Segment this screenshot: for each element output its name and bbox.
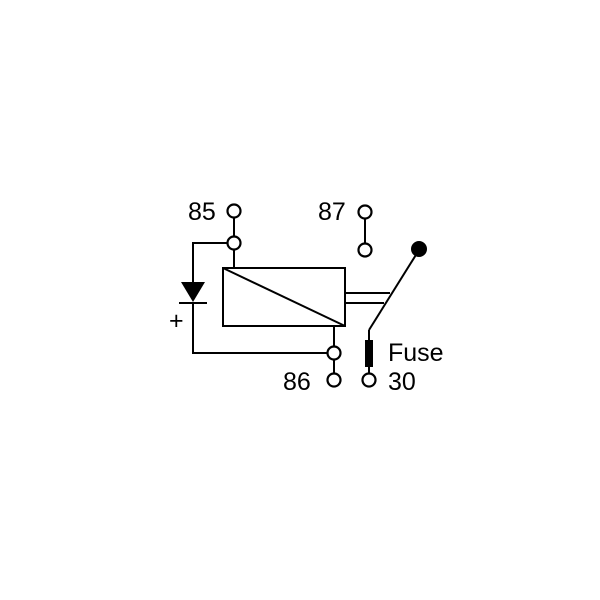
terminal-86-bottom bbox=[326, 372, 342, 388]
switch-pivot-dot bbox=[411, 241, 427, 257]
label-86: 86 bbox=[283, 368, 311, 396]
terminal-87-top bbox=[357, 204, 373, 220]
terminal-87-bottom bbox=[357, 242, 373, 258]
diode-triangle bbox=[181, 282, 205, 302]
wire-diode-to-86 bbox=[192, 303, 327, 354]
relay-coil-diagonal bbox=[222, 267, 346, 327]
wire-85-to-diode bbox=[192, 242, 227, 282]
switch-arm bbox=[368, 249, 420, 331]
terminal-85-top bbox=[226, 203, 242, 219]
label-30: 30 bbox=[388, 368, 416, 396]
terminal-86-top bbox=[326, 345, 342, 361]
fuse-body bbox=[365, 340, 373, 367]
label-fuse: Fuse bbox=[388, 339, 444, 367]
relay-coil-box bbox=[222, 267, 346, 327]
terminal-85-bottom bbox=[226, 235, 242, 251]
terminal-30 bbox=[361, 372, 377, 388]
label-87: 87 bbox=[318, 198, 346, 226]
label-plus: + bbox=[169, 307, 184, 335]
label-85: 85 bbox=[188, 198, 216, 226]
